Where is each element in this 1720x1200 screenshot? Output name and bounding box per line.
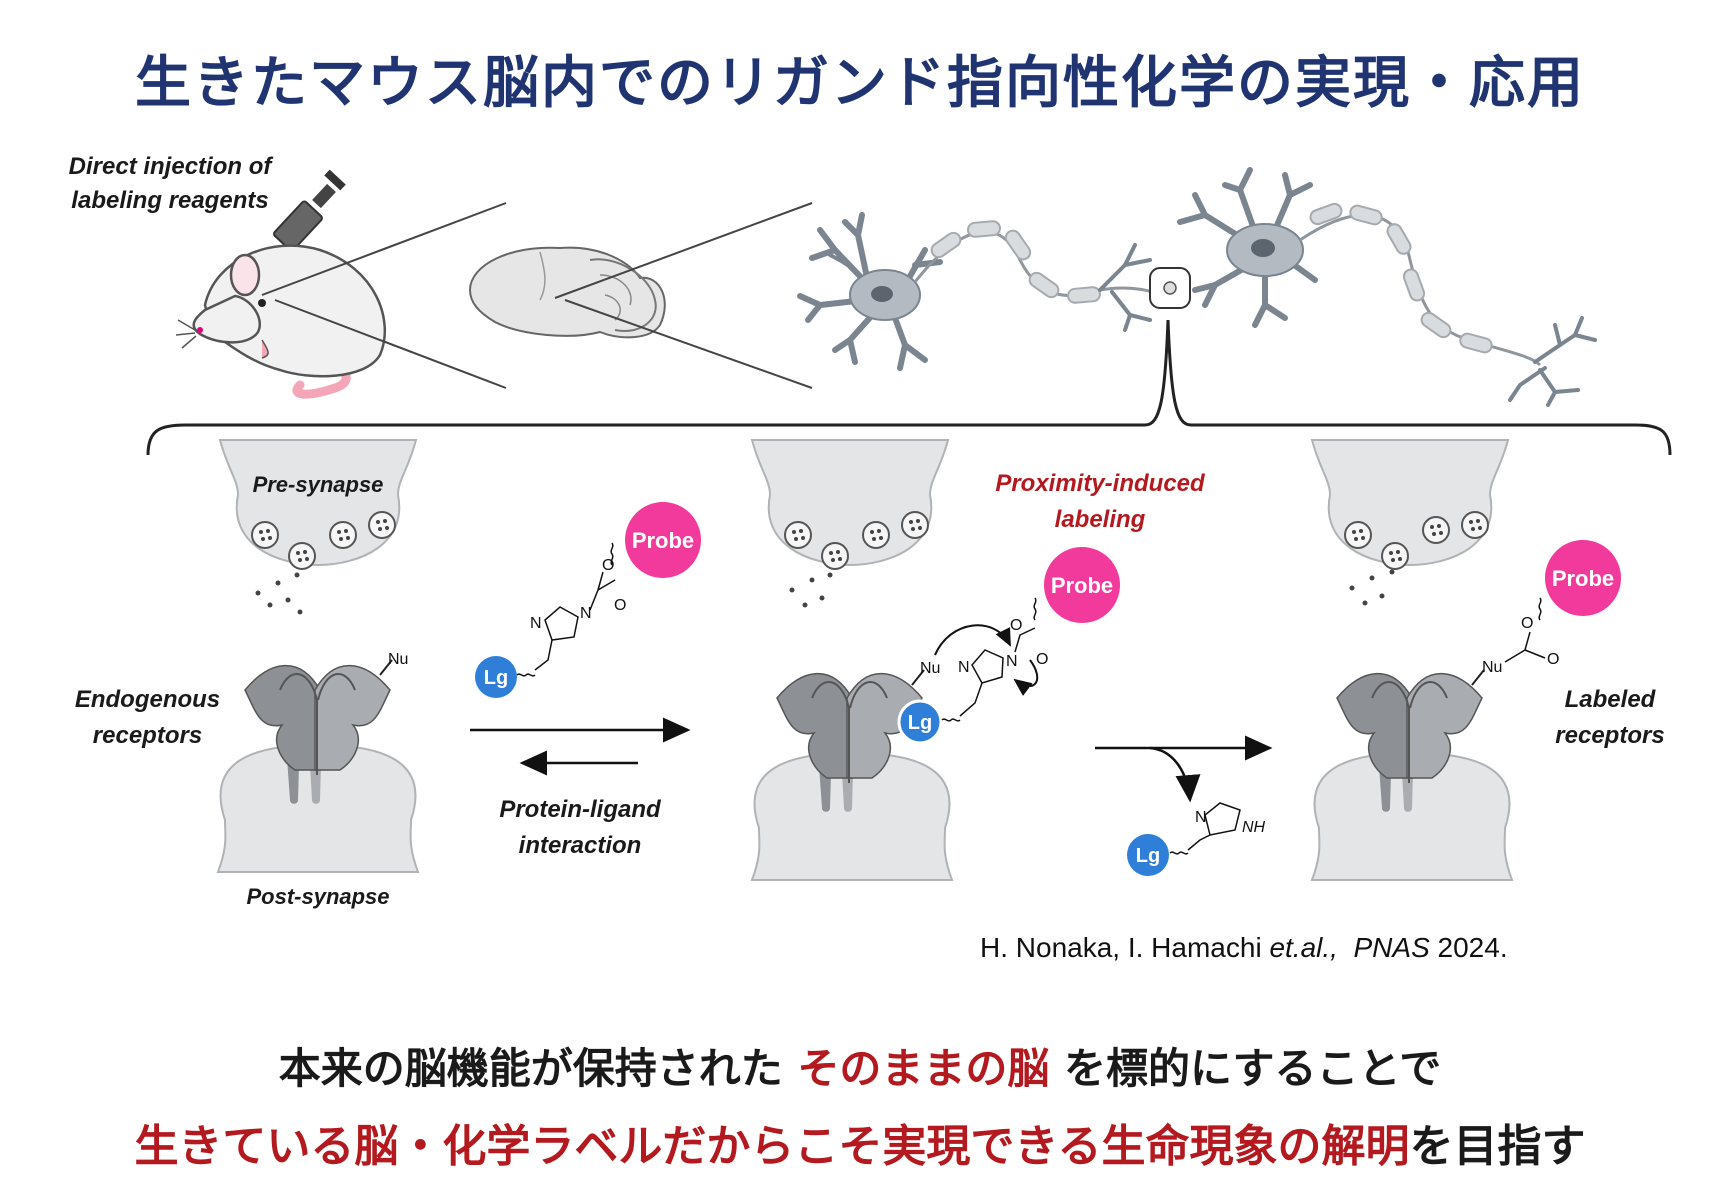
citation-authors: H. Nonaka, I. Hamachi [980, 932, 1262, 963]
vesicles [251, 511, 396, 570]
injection-label: Direct injection of labeling reagents [40, 150, 300, 218]
svg-text:Nu: Nu [920, 660, 940, 677]
svg-text:N: N [958, 659, 970, 676]
endogenous-label-line1: Endogenous [74, 686, 221, 713]
citation: H. Nonaka, I. Hamachi et.al., PNAS 2024. [980, 932, 1508, 964]
protein-ligand-interaction-label: Protein-ligand interaction [470, 792, 690, 864]
ligand-circle [475, 656, 517, 698]
summary-line-1: 本来の脳機能が保持された そのままの脳 を標的にすることで [0, 1035, 1720, 1096]
post-synapse-label: Post-synapse [246, 884, 390, 909]
svg-text:N: N [1195, 809, 1207, 826]
svg-text:Probe: Probe [1051, 573, 1113, 598]
pre-synapse-label: Pre-synapse [252, 472, 384, 497]
synapse-panel-1: Nu [216, 439, 420, 873]
svg-text:O: O [1010, 617, 1022, 634]
summary-line1-highlight: そのままの脳 [797, 1044, 1050, 1093]
summary-line-2: 生きている脳・化学ラベルだからこそ実現できる生命現象の解明を目指す [0, 1110, 1720, 1174]
labeled-label-line2: receptors [1555, 722, 1665, 749]
labeled-label-line1: Labeled [1564, 686, 1656, 713]
labeling-reagent: Lg N N O O Probe [475, 502, 701, 698]
myelin-sheath-left [930, 220, 1101, 304]
svg-text:O: O [614, 597, 626, 614]
myelin-sheath-right [1309, 202, 1493, 354]
svg-text:Nu: Nu [1482, 659, 1502, 676]
receptor-protein-3 [1336, 672, 1483, 812]
interaction-label-line2: interaction [518, 832, 642, 859]
release-arrow [1149, 746, 1201, 803]
svg-text:N: N [530, 615, 542, 632]
attached-probe [1545, 540, 1621, 616]
svg-text:O: O [1521, 615, 1533, 632]
summary-line1-c: を標的にすることで [1064, 1044, 1442, 1093]
proximity-labeling-label: Proximity-induced labeling [955, 466, 1245, 538]
receptor-protein-1 [244, 664, 391, 804]
released-ligand: Lg N NH [1127, 802, 1266, 876]
nucleophile-label: Nu [388, 651, 408, 668]
svg-text:O: O [1547, 651, 1559, 668]
svg-text:Lg: Lg [484, 667, 508, 689]
pre-synapse-terminal-2 [750, 439, 950, 567]
axon-terminal-left [1098, 243, 1152, 332]
svg-text:Lg: Lg [908, 712, 932, 734]
axon-terminal-right [1508, 316, 1597, 407]
summary-line2-b: を目指す [1409, 1121, 1586, 1172]
summary-line1-a: 本来の脳機能が保持された [278, 1044, 783, 1093]
synapse-panel-3: Nu O O Probe [1310, 439, 1621, 881]
neuron-right-nucleus [1251, 239, 1275, 257]
proximity-label-line1: Proximity-induced [995, 470, 1205, 497]
svg-text:Probe: Probe [1552, 566, 1614, 591]
labeled-receptors-label: Labeled receptors [1535, 682, 1685, 754]
mouse-illustration [175, 244, 387, 399]
svg-text:Probe: Probe [632, 528, 694, 553]
probe-circle [625, 502, 701, 578]
svg-text:N: N [1006, 653, 1018, 670]
endogenous-receptors-label: Endogenous receptors [55, 682, 240, 754]
detail-bracket [146, 319, 1672, 456]
synapse-panel-2: Nu Lg N N O O Probe [750, 439, 1120, 881]
summary-line2-highlight: 生きている脳・化学ラベルだからこそ実現できる生命現象の解明 [134, 1121, 1410, 1172]
svg-text:O: O [1036, 651, 1048, 668]
injection-label-line2: labeling reagents [71, 187, 269, 214]
neuron-left [797, 212, 943, 371]
proximity-label-line2: labeling [1054, 506, 1146, 533]
receptor-protein-2 [776, 672, 923, 812]
svg-text:NH: NH [1242, 819, 1266, 836]
page-title: 生きたマウス脳内でのリガンド指向性化学の実現・応用 [135, 51, 1585, 116]
interaction-label-line1: Protein-ligand [499, 796, 661, 823]
neuron-left-nucleus [871, 286, 893, 302]
svg-text:N: N [580, 605, 592, 622]
svg-text:Lg: Lg [1136, 845, 1160, 867]
citation-year: 2024. [1437, 932, 1508, 963]
pre-synapse-terminal [218, 439, 418, 567]
citation-etal: et.al., [1269, 932, 1338, 963]
endogenous-label-line2: receptors [92, 722, 203, 749]
injection-label-line1: Direct injection of [68, 153, 272, 180]
citation-journal: PNAS [1353, 932, 1430, 963]
